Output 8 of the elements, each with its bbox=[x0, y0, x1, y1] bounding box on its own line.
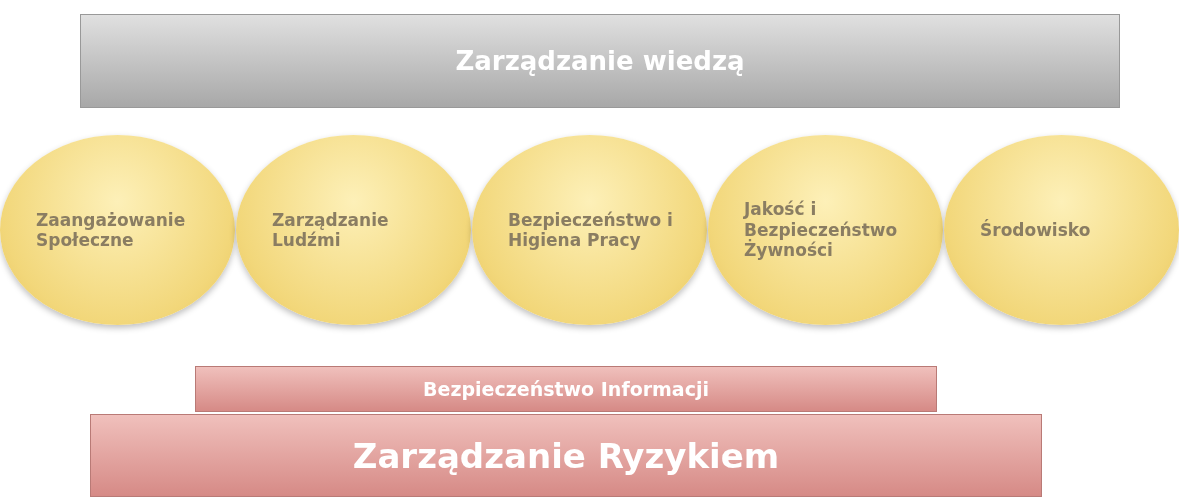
topic-ellipse: Zarządzanie Ludźmi bbox=[236, 135, 471, 325]
topic-ellipse: Środowisko bbox=[944, 135, 1179, 325]
layer-bar: Bezpieczeństwo Informacji bbox=[195, 366, 937, 412]
topic-ellipse: Bezpieczeństwo i Higiena Pracy bbox=[472, 135, 707, 325]
topic-ellipse: Jakość i Bezpieczeństwo Żywności bbox=[708, 135, 943, 325]
topic-ellipse: Zaangażowanie Społeczne bbox=[0, 135, 235, 325]
banner: Zarządzanie wiedzą bbox=[80, 14, 1120, 108]
layer-bar: Zarządzanie Ryzykiem bbox=[90, 414, 1042, 497]
